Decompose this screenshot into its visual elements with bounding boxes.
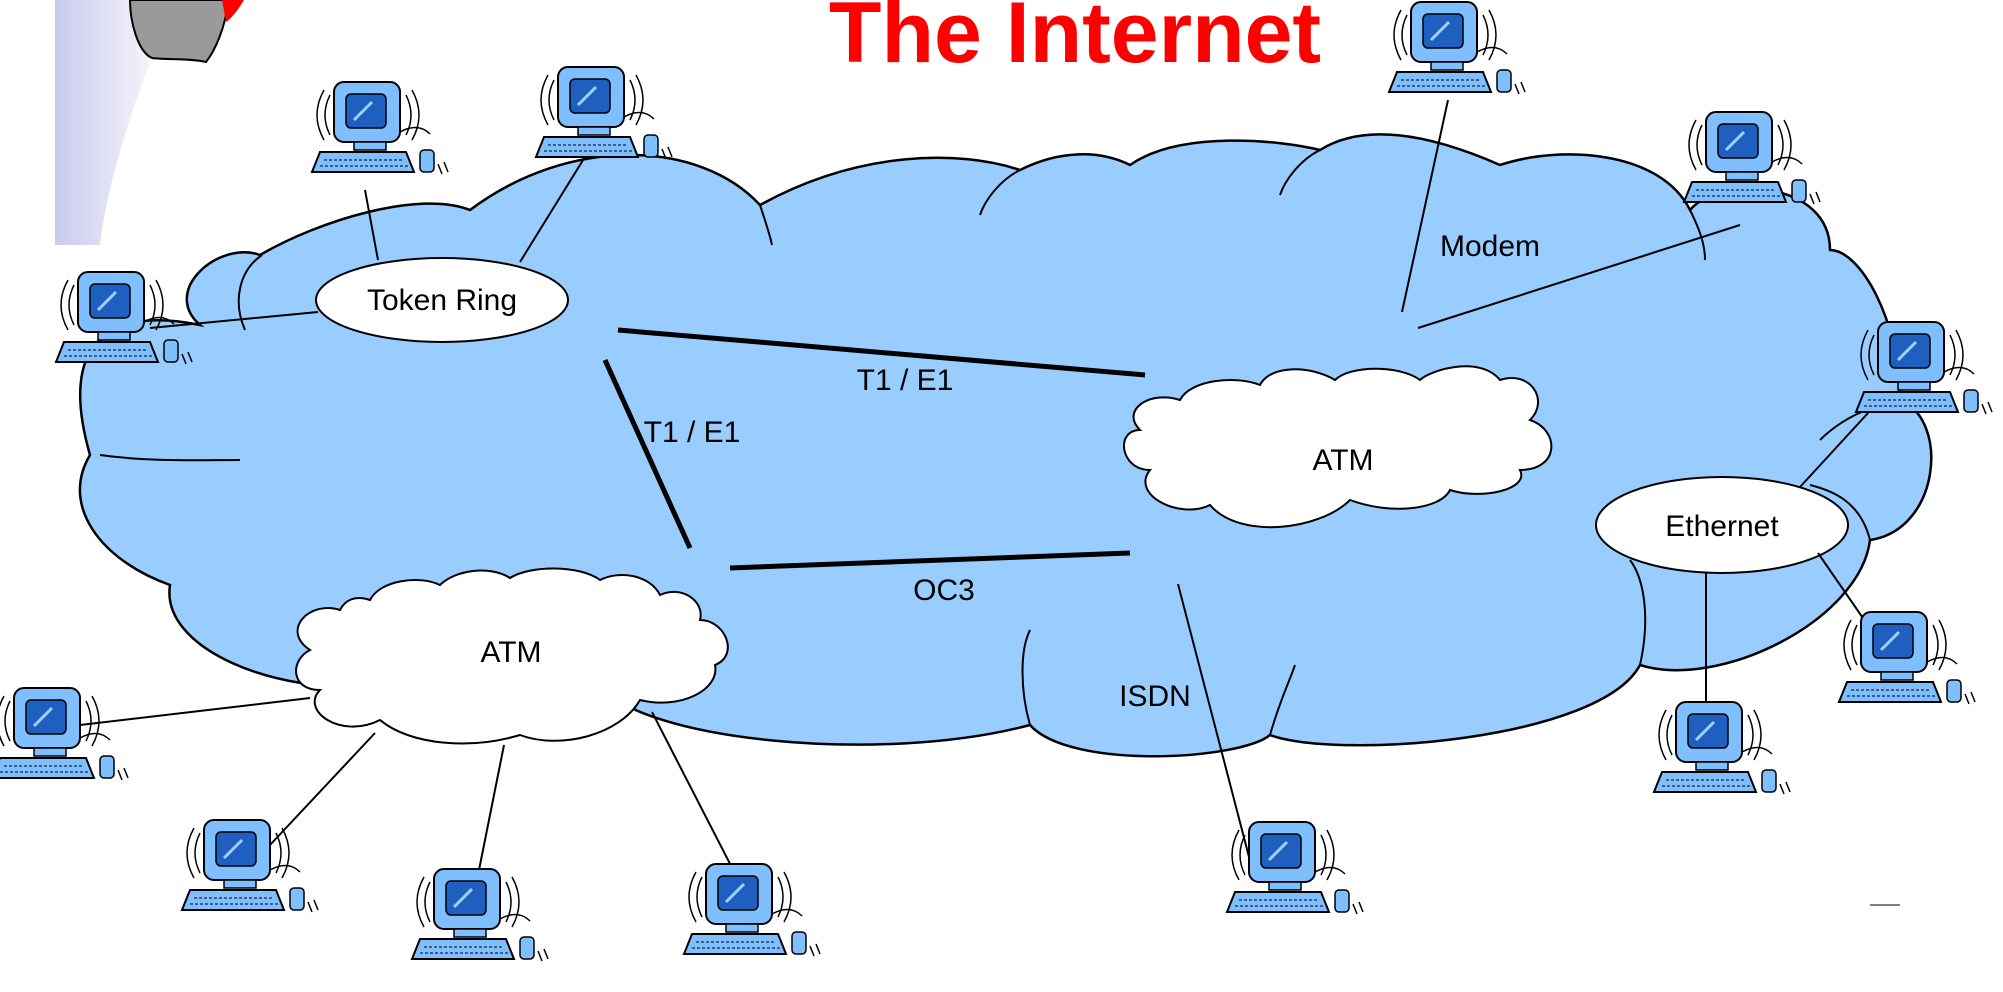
computer-icon <box>1682 110 1822 206</box>
computer-icon <box>1387 0 1527 96</box>
computer-icon <box>410 867 550 963</box>
computer-icon <box>1837 610 1977 706</box>
modem-label: Modem <box>1440 230 1540 263</box>
atm-cloud-right <box>1123 365 1553 529</box>
page-title: The Internet <box>829 0 1321 81</box>
t1-left-label: T1 / E1 <box>644 416 741 449</box>
computer-icon <box>1225 820 1365 916</box>
isdn-label: ISDN <box>1119 680 1191 713</box>
token-ring-label: Token Ring <box>367 284 517 317</box>
computer-icon <box>534 65 674 161</box>
link-t1-left <box>602 358 693 550</box>
computer-icon <box>54 270 194 366</box>
computer-icon <box>180 818 320 914</box>
computer-icon <box>1652 700 1792 796</box>
access-lines <box>79 99 1886 894</box>
computer-icon <box>0 686 130 782</box>
ethernet-label: Ethernet <box>1665 510 1779 543</box>
ethernet-node <box>1595 476 1849 574</box>
atm-left-label: ATM <box>480 636 541 669</box>
token-ring-node <box>315 257 569 343</box>
link-t1-top <box>617 327 1146 378</box>
computer-icon <box>682 862 822 958</box>
background-fade <box>55 0 175 245</box>
link-oc3 <box>729 550 1131 571</box>
t1-top-label: T1 / E1 <box>857 364 954 397</box>
computer-icon <box>310 80 450 176</box>
atm-right-label: ATM <box>1312 444 1373 477</box>
logo-icon <box>128 0 244 64</box>
oc3-label: OC3 <box>913 574 975 607</box>
atm-cloud-left <box>295 567 729 745</box>
